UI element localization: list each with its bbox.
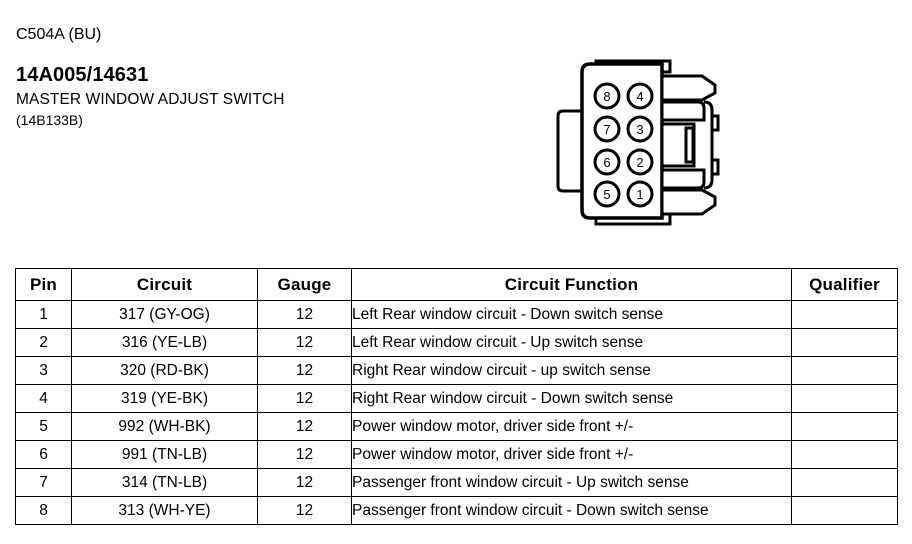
cell-pin: 2 (15, 328, 72, 357)
cell-pin: 7 (15, 468, 72, 497)
pin-cavity-7 (593, 115, 621, 143)
cell-qualifier (791, 384, 898, 413)
cell-gauge: 12 (257, 468, 352, 497)
cell-circuit-function: Power window motor, driver side front +/… (351, 412, 792, 441)
cell-pin: 1 (15, 300, 72, 329)
pin-number-5: 5 (603, 187, 610, 202)
cell-pin: 3 (15, 356, 72, 385)
cell-qualifier (791, 496, 898, 525)
cell-circuit: 319 (YE-BK) (71, 384, 258, 413)
cell-qualifier (791, 468, 898, 497)
connector-svg: 8 7 6 5 4 3 2 1 (556, 59, 720, 226)
pin-cavity-8 (593, 82, 621, 110)
pin-cavity-5 (593, 180, 621, 208)
pin-cavity-2 (626, 148, 654, 176)
connector-block-upper (660, 100, 706, 122)
pin-cavity-1 (626, 180, 654, 208)
pin-number-6: 6 (603, 155, 610, 170)
cell-gauge: 12 (257, 412, 352, 441)
column-header-qualifier: Qualifier (791, 268, 898, 301)
cell-gauge: 12 (257, 440, 352, 469)
cell-gauge: 12 (257, 384, 352, 413)
cell-gauge: 12 (257, 300, 352, 329)
pin-cavity-3 (626, 115, 654, 143)
connector-latch-bar (684, 126, 695, 164)
pin-number-1: 1 (636, 187, 643, 202)
cell-qualifier (791, 300, 898, 329)
part-number: 14A005/14631 (16, 64, 149, 86)
pin-cavity-4 (626, 82, 654, 110)
cell-gauge: 12 (257, 328, 352, 357)
pin-number-3: 3 (636, 122, 643, 137)
cell-circuit-function: Right Rear window circuit - up switch se… (351, 356, 792, 385)
column-header-gauge: Gauge (257, 268, 352, 301)
connector-block-lower (660, 168, 706, 190)
cell-circuit: 992 (WH-BK) (71, 412, 258, 441)
connector-right-rail (703, 100, 714, 190)
column-header-circuit: Circuit (71, 268, 258, 301)
cell-circuit: 991 (TN-LB) (71, 440, 258, 469)
pin-number-8: 8 (603, 89, 610, 104)
cell-qualifier (791, 356, 898, 385)
cell-circuit: 316 (YE-LB) (71, 328, 258, 357)
connector-code: C504A (BU) (16, 26, 102, 43)
cell-pin: 4 (15, 384, 72, 413)
cell-circuit: 320 (RD-BK) (71, 356, 258, 385)
cell-circuit-function: Power window motor, driver side front +/… (351, 440, 792, 469)
cell-gauge: 12 (257, 356, 352, 385)
pin-number-2: 2 (636, 155, 643, 170)
pin-cavity-6 (593, 148, 621, 176)
cell-qualifier (791, 440, 898, 469)
cell-pin: 5 (15, 412, 72, 441)
cell-circuit-function: Left Rear window circuit - Down switch s… (351, 300, 792, 329)
cell-pin: 8 (15, 496, 72, 525)
cell-circuit-function: Right Rear window circuit - Down switch … (351, 384, 792, 413)
connector-tab-lower (660, 188, 717, 216)
cell-circuit: 313 (WH-YE) (71, 496, 258, 525)
component-reference: (14B133B) (16, 111, 83, 128)
pin-number-4: 4 (636, 89, 643, 104)
cell-pin: 6 (15, 440, 72, 469)
connector-diagram: 8 7 6 5 4 3 2 1 (552, 58, 762, 253)
connector-header: C504A (BU) 14A005/14631 MASTER WINDOW AD… (16, 26, 436, 128)
component-name: MASTER WINDOW ADJUST SWITCH (16, 91, 285, 108)
cell-circuit: 314 (TN-LB) (71, 468, 258, 497)
cell-circuit: 317 (GY-OG) (71, 300, 258, 329)
column-header-function: Circuit Function (351, 268, 792, 301)
table-header-row: Pin Circuit Gauge Circuit Function Quali… (15, 268, 898, 301)
connector-tab-upper (660, 74, 717, 102)
cell-qualifier (791, 328, 898, 357)
cell-qualifier (791, 412, 898, 441)
column-header-pin: Pin (15, 268, 72, 301)
cell-circuit-function: Left Rear window circuit - Up switch sen… (351, 328, 792, 357)
pin-number-7: 7 (603, 122, 610, 137)
connector-key-notch-upper (712, 114, 720, 132)
connector-key-notch-lower (712, 158, 720, 176)
cell-gauge: 12 (257, 496, 352, 525)
cell-circuit-function: Passenger front window circuit - Up swit… (351, 468, 792, 497)
pin-assignment-table: Pin Circuit Gauge Circuit Function Quali… (15, 268, 898, 525)
cell-circuit-function: Passenger front window circuit - Down sw… (351, 496, 792, 525)
